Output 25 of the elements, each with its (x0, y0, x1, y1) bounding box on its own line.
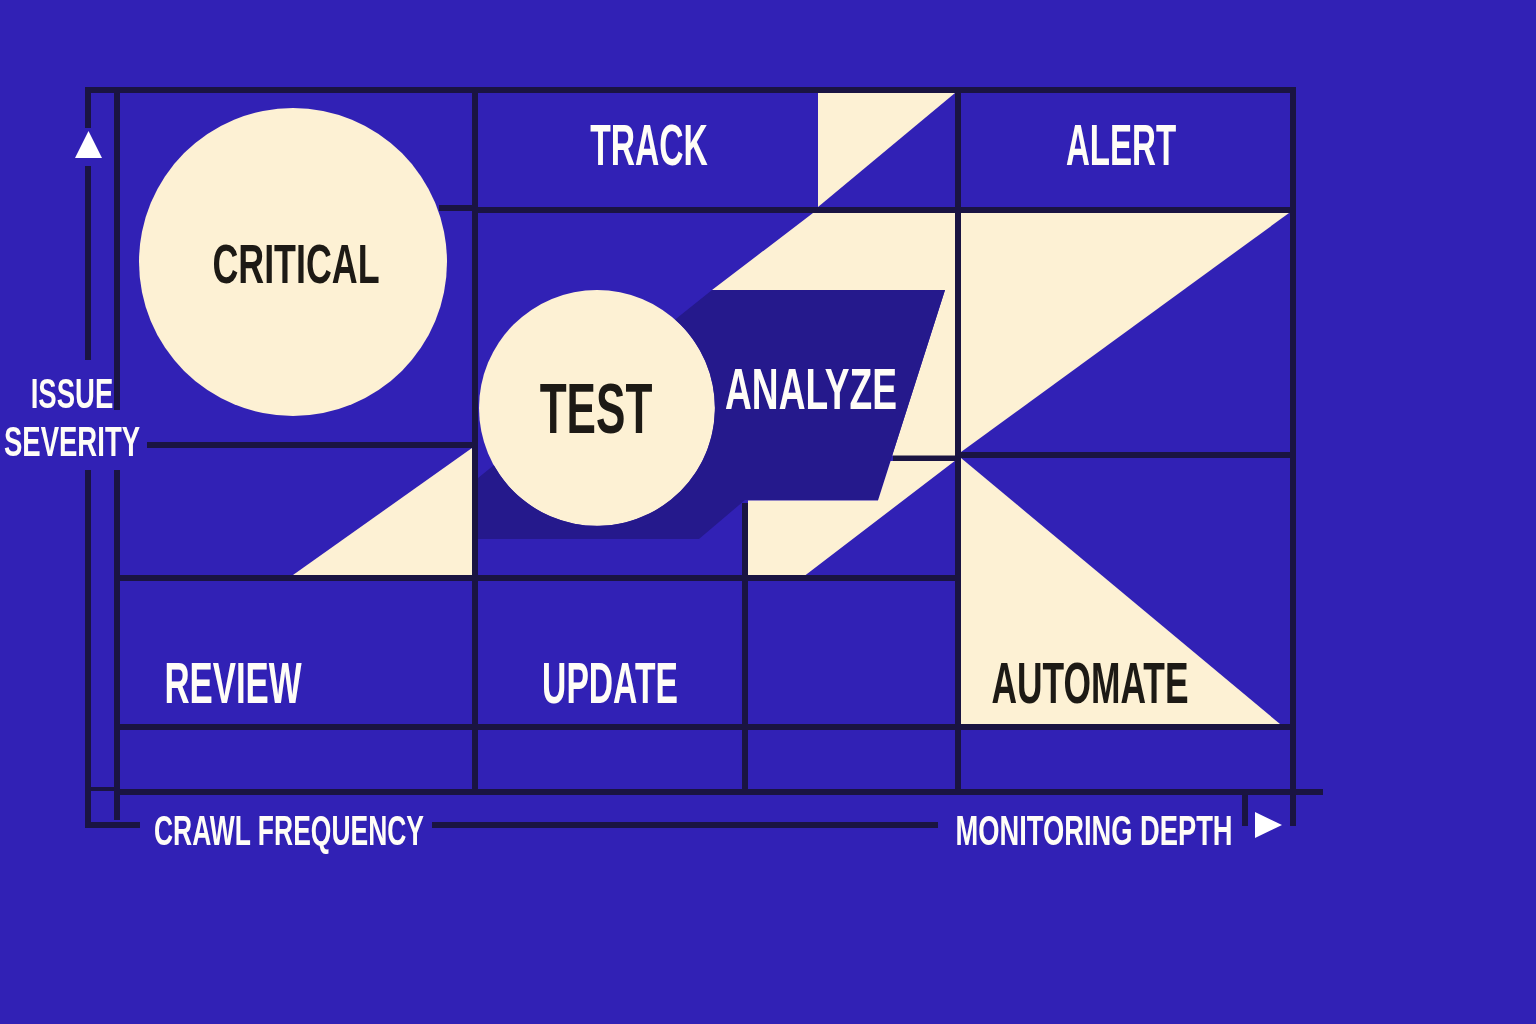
grid-cell (475, 727, 745, 795)
zone-label: TEST (539, 373, 653, 444)
grid-cell (745, 727, 958, 795)
slanted-panel (478, 290, 945, 539)
grid-cell (745, 578, 958, 727)
zone-label: AUTOMATE (991, 654, 1189, 712)
zone-label: TRACK (590, 116, 708, 174)
zone-label: UPDATE (542, 654, 678, 712)
zone-label: CRITICAL (212, 235, 380, 292)
zone-label: ANALYZE (725, 360, 897, 419)
diagonal-band (748, 460, 955, 575)
triangle (293, 448, 472, 575)
grid-cell (475, 210, 958, 578)
grid-cell (120, 578, 475, 727)
diagonal-band (712, 213, 955, 456)
grid-cell (120, 727, 475, 795)
axis-label: CRAWL FREQUENCY (154, 809, 424, 852)
grid-cell (475, 578, 745, 727)
grid-cell (958, 727, 1296, 795)
zone-label: ALERT (1065, 116, 1177, 174)
triangle (818, 93, 955, 207)
axis-label: ISSUE SEVERITY (2, 368, 142, 465)
axis-label: MONITORING DEPTH (955, 809, 1233, 852)
grid-cell (475, 87, 958, 210)
zone-label: REVIEW (164, 654, 302, 712)
